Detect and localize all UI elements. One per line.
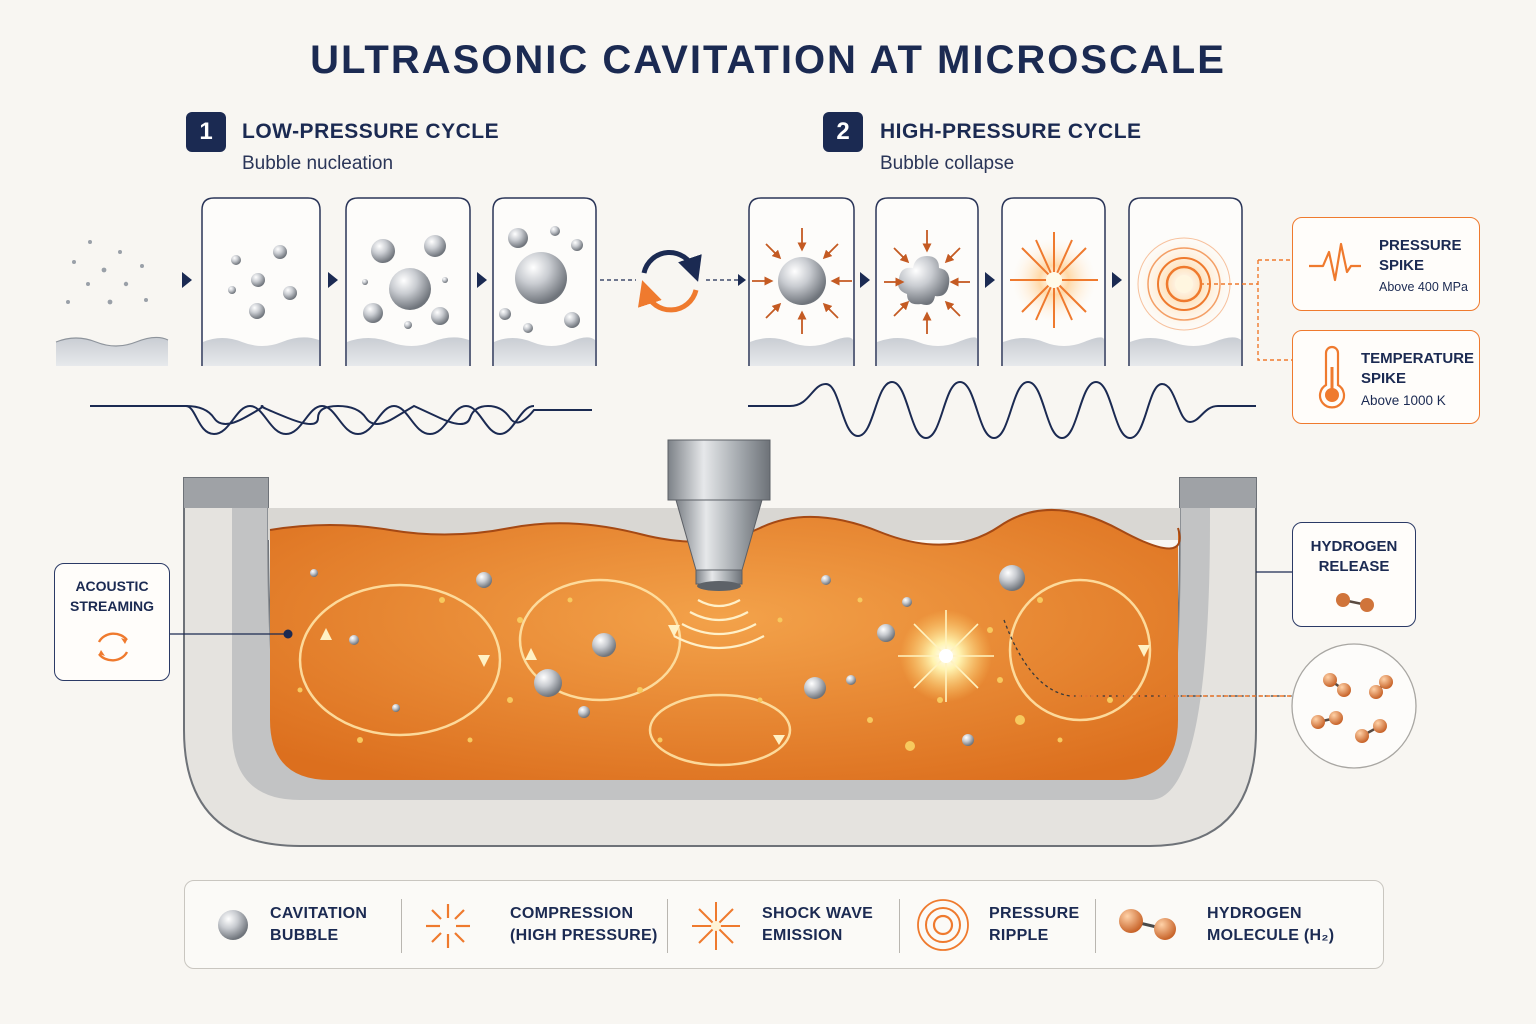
legend-item-hydrogen: HYDROGEN MOLECULE (H₂) bbox=[1207, 903, 1334, 947]
pulse-icon bbox=[1309, 242, 1361, 282]
sonication-tank bbox=[183, 477, 1257, 847]
ultrasound-waves bbox=[673, 599, 765, 650]
legend-divider bbox=[667, 899, 668, 953]
acoustic-streaming-loops bbox=[298, 578, 1152, 767]
nuclei-dots bbox=[66, 240, 148, 305]
legend-shockwave-line1: SHOCK WAVE bbox=[762, 905, 874, 922]
arrow-icon bbox=[860, 272, 870, 288]
legend-item-bubble: CAVITATION BUBBLE bbox=[270, 903, 367, 947]
temperature-spike-callout: TEMPERATURE SPIKE Above 1000 K bbox=[1292, 330, 1480, 424]
streaming-arrowheads bbox=[320, 625, 1150, 745]
suspended-particles bbox=[297, 597, 1113, 751]
thermometer-icon bbox=[1318, 345, 1346, 409]
legend-ripple-line1: PRESSURE bbox=[989, 905, 1080, 922]
high-pressure-waveform bbox=[748, 380, 1256, 440]
arrow-icon bbox=[328, 272, 338, 288]
legend-item-ripple: PRESSURE RIPPLE bbox=[989, 903, 1079, 947]
acoustic-streaming-line2: STREAMING bbox=[70, 598, 154, 614]
h2-molecule-icon bbox=[1119, 909, 1176, 940]
step-1-subtitle: Bubble nucleation bbox=[242, 153, 394, 174]
spike-connectors bbox=[1200, 259, 1292, 361]
arrow-icon bbox=[985, 272, 995, 288]
legend-compression-line2: (HIGH PRESSURE) bbox=[510, 927, 658, 944]
panel-growing-bubbles bbox=[345, 197, 471, 366]
starburst-icon bbox=[692, 902, 740, 950]
liquid-body bbox=[270, 509, 1180, 780]
step-1-badge: 1 bbox=[186, 112, 226, 152]
legend-item-compression: COMPRESSION (HIGH PRESSURE) bbox=[510, 903, 658, 947]
arrow-icon bbox=[182, 272, 192, 288]
pressure-spike-line1: PRESSURE bbox=[1379, 237, 1462, 254]
step-1-title: LOW-PRESSURE CYCLE bbox=[242, 120, 500, 143]
hydrogen-release-callout: HYDROGEN RELEASE bbox=[1292, 522, 1416, 627]
low-pressure-sequence bbox=[55, 197, 597, 436]
pressure-spike-callout: PRESSURE SPIKE Above 400 MPa bbox=[1292, 217, 1480, 311]
temperature-spike-line1: TEMPERATURE bbox=[1361, 350, 1475, 367]
pressure-spike-desc: Above 400 MPa bbox=[1379, 280, 1468, 294]
panel-ripple bbox=[1128, 197, 1243, 366]
acoustic-streaming-line1: ACOUSTIC bbox=[75, 578, 149, 594]
legend: CAVITATION BUBBLE COMPRESSION (HIGH PRES… bbox=[184, 880, 1384, 969]
cycle-arrows-icon bbox=[600, 250, 746, 313]
circular-arrows-icon bbox=[97, 632, 129, 662]
legend-compression-line1: COMPRESSION bbox=[510, 905, 634, 922]
bubble-collapse-flash bbox=[898, 610, 994, 702]
legend-bubble-line1: CAVITATION bbox=[270, 905, 368, 922]
temperature-spike-desc: Above 1000 K bbox=[1361, 393, 1446, 408]
step-2-title: HIGH-PRESSURE CYCLE bbox=[880, 120, 1142, 143]
hydrogen-zoom bbox=[1003, 619, 1417, 769]
panel-large-bubble bbox=[492, 197, 597, 366]
legend-divider bbox=[899, 899, 900, 953]
legend-bubble-line2: BUBBLE bbox=[270, 927, 339, 944]
panel-deforming bbox=[875, 197, 979, 366]
hydrogen-release-line1: HYDROGEN bbox=[1310, 538, 1398, 555]
legend-divider bbox=[1095, 899, 1096, 953]
concentric-rings-icon bbox=[917, 899, 969, 951]
legend-ripple-line2: RIPPLE bbox=[989, 927, 1049, 944]
compression-arrows-icon bbox=[426, 904, 470, 948]
panel-compression bbox=[748, 197, 855, 366]
page-title: ULTRASONIC CAVITATION AT MICROSCALE bbox=[310, 38, 1226, 82]
high-pressure-sequence bbox=[748, 197, 1256, 440]
legend-shockwave-line2: EMISSION bbox=[762, 927, 843, 944]
arrow-icon bbox=[1112, 272, 1122, 288]
pressure-spike-line2: SPIKE bbox=[1379, 257, 1425, 274]
legend-hydrogen-line2: MOLECULE (H₂) bbox=[1207, 927, 1335, 944]
arrow-icon bbox=[477, 272, 487, 288]
hydrogen-release-line2: RELEASE bbox=[1318, 558, 1390, 575]
temperature-spike-line2: SPIKE bbox=[1361, 370, 1407, 387]
molecule-icon bbox=[1336, 593, 1374, 612]
acoustic-streaming-callout: ACOUSTIC STREAMING bbox=[54, 563, 170, 681]
panel-shockwave bbox=[1001, 197, 1106, 366]
step-2-subtitle: Bubble collapse bbox=[880, 153, 1015, 174]
low-pressure-waveform bbox=[90, 404, 592, 425]
legend-divider bbox=[401, 899, 402, 953]
bubble-icon bbox=[218, 910, 248, 940]
ultrasonic-horn bbox=[667, 439, 771, 591]
legend-item-shockwave: SHOCK WAVE EMISSION bbox=[762, 903, 873, 947]
panel-small-bubbles bbox=[201, 197, 321, 366]
step-2-badge: 2 bbox=[823, 112, 863, 152]
legend-hydrogen-line1: HYDROGEN bbox=[1207, 905, 1302, 922]
liquid-bubbles bbox=[310, 565, 1025, 746]
